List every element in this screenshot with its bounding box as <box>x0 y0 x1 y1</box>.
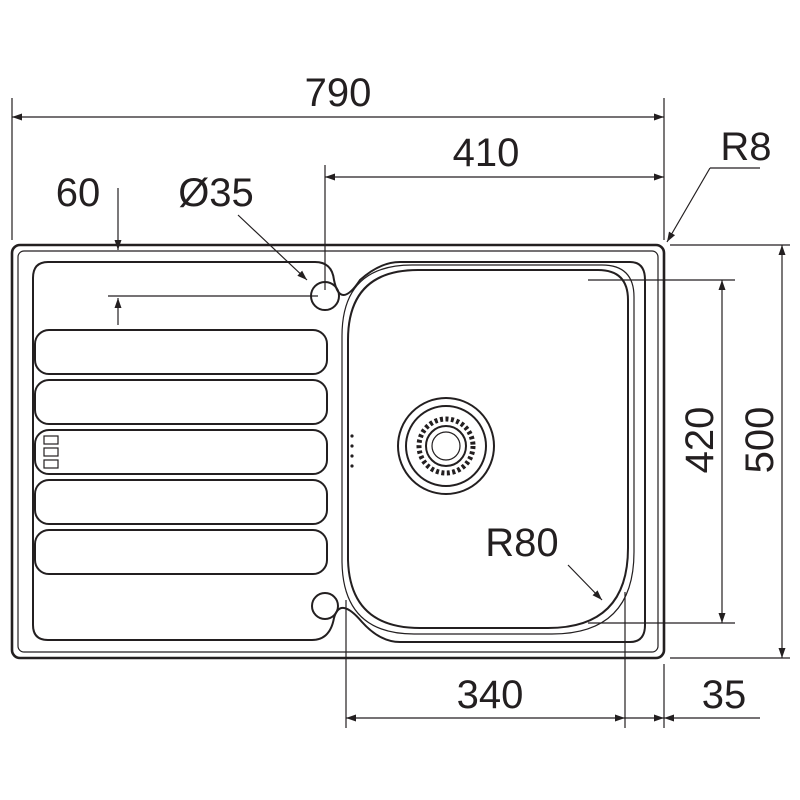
drainer-groove <box>34 429 328 475</box>
dim-line-tap-diameter <box>237 214 308 281</box>
tap-hole-secondary-icon <box>311 592 339 620</box>
overflow-slot <box>43 459 59 469</box>
bowl-outer-outline <box>341 264 635 635</box>
bowl-surround-outline <box>32 261 646 643</box>
overflow-slot <box>43 447 59 457</box>
dim-line-corner-radius-leader <box>666 167 711 243</box>
overflow-dot <box>350 454 354 458</box>
bowl-inner-outline <box>347 269 629 629</box>
overflow-slots <box>43 434 354 469</box>
dim-label-overall-depth: 500 <box>738 407 782 474</box>
dim-label-bowl-offset: 410 <box>453 131 520 175</box>
dim-label-overall-width: 790 <box>305 71 372 115</box>
waste-strainer-icon <box>397 397 495 495</box>
dimension-labels: 790 410 60 Ø35 R8 420 500 R80 340 35 <box>56 71 782 717</box>
extension-lines <box>11 98 790 728</box>
sink-outer-rim <box>10 243 666 660</box>
dimension-lines <box>12 113 786 728</box>
overflow-dot <box>350 444 354 448</box>
sink-body <box>10 243 666 660</box>
drainer-grooves <box>34 329 328 575</box>
dim-label-bowl-depth: 420 <box>678 407 722 474</box>
sink-inner-rim <box>17 250 659 653</box>
dim-line-bowl-radius <box>567 564 603 601</box>
overflow-dot <box>350 434 354 438</box>
dim-label-tap-diameter: Ø35 <box>178 171 254 215</box>
overflow-slot <box>43 435 59 445</box>
drainer-groove <box>34 329 328 375</box>
dim-label-tap-offset: 60 <box>56 171 101 215</box>
drainer-groove <box>34 529 328 575</box>
dim-label-rim-width: 35 <box>702 673 747 717</box>
drainer-groove <box>34 379 328 425</box>
dim-label-bowl-width: 340 <box>457 673 524 717</box>
dim-label-corner-radius: R8 <box>720 125 771 169</box>
dim-label-bowl-radius: R80 <box>485 521 558 565</box>
overflow-dot <box>350 464 354 468</box>
drainer-groove <box>34 479 328 525</box>
